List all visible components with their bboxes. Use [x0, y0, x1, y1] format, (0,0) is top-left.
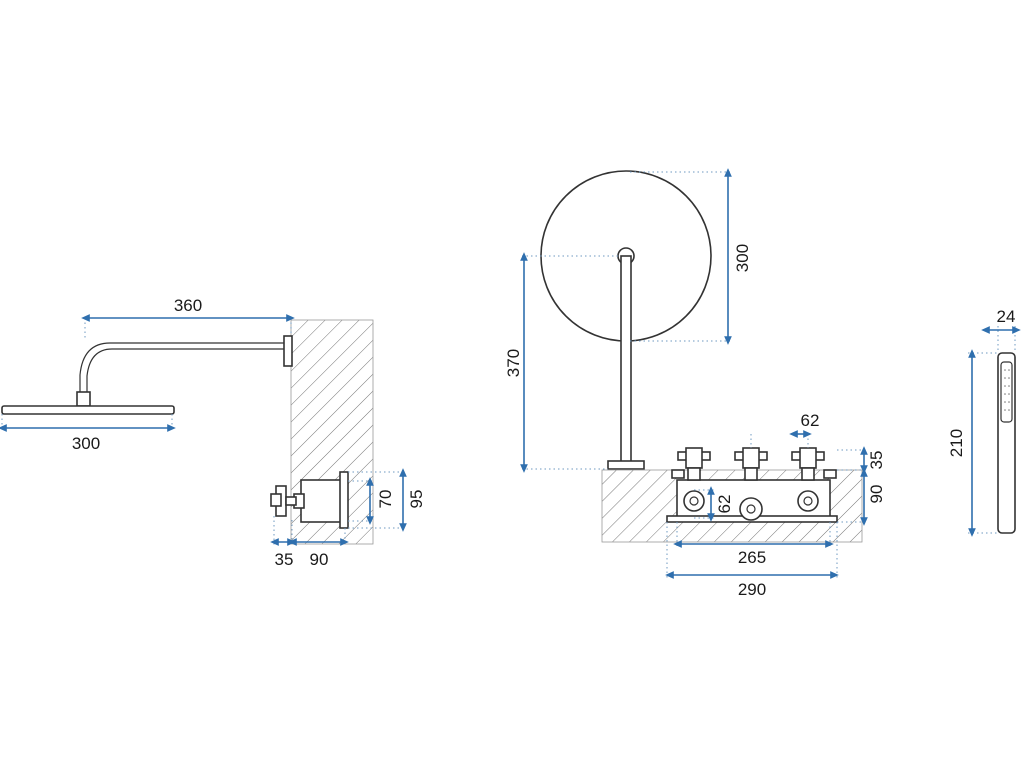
- hand-shower-body: [997, 352, 1016, 534]
- shower-head-side: [1, 405, 175, 415]
- label-hand-width: 24: [997, 307, 1016, 326]
- label-body-height: 90: [867, 485, 886, 504]
- mixer-body-front: [666, 469, 838, 523]
- label-plate-inner: 265: [738, 548, 766, 567]
- label-hand-length: 210: [947, 429, 966, 457]
- arm-connector: [76, 391, 91, 407]
- concealed-valve-side: [270, 471, 349, 529]
- label-valve-depth: 90: [310, 550, 329, 569]
- label-outlet-offset: 62: [715, 495, 734, 514]
- vertical-arm: [620, 255, 632, 463]
- hand-shower-nozzles: [1004, 369, 1010, 411]
- label-handle-height: 35: [867, 451, 886, 470]
- handle-center: [734, 447, 768, 481]
- handle-right: [791, 447, 825, 481]
- handle-left: [677, 447, 711, 481]
- label-valve-outer: 95: [407, 490, 426, 509]
- arm-base: [607, 460, 645, 470]
- wall-flange: [283, 335, 293, 367]
- label-valve-offset: 35: [275, 550, 294, 569]
- label-plate-outer: 290: [738, 580, 766, 599]
- hand-shower-view: 24 210: [947, 307, 1021, 537]
- side-view: 360 300 70 95 35 90: [0, 296, 426, 569]
- label-head-width: 300: [72, 434, 100, 453]
- front-view: 300 370 62 35 90 62 265 290: [504, 168, 886, 599]
- shower-arm: [79, 342, 285, 392]
- label-valve-inner: 70: [376, 490, 395, 509]
- label-arm-height: 370: [504, 349, 523, 377]
- label-head-diameter: 300: [733, 244, 752, 272]
- label-arm-length: 360: [174, 296, 202, 315]
- label-handle-spacing: 62: [801, 411, 820, 430]
